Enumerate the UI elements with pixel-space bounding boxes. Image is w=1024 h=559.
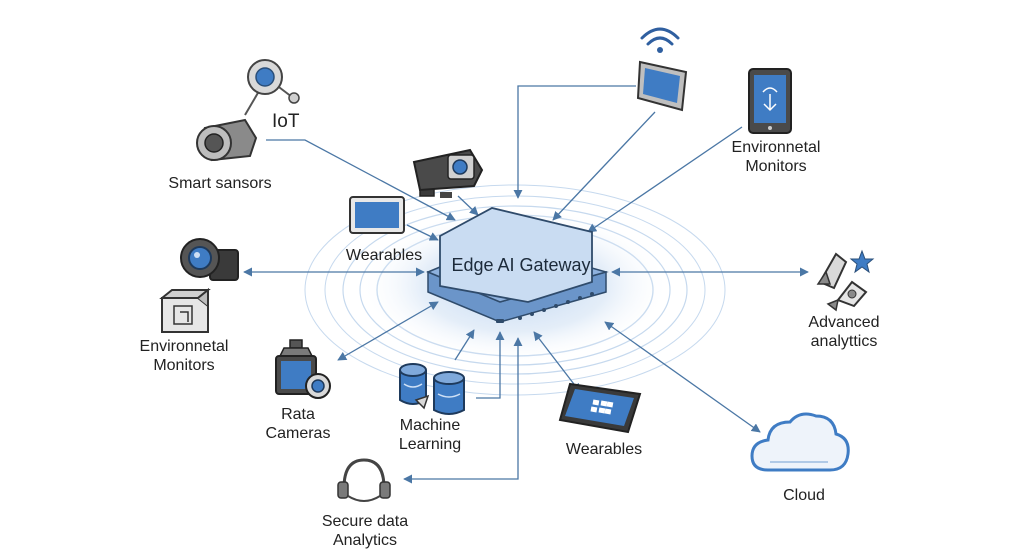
camera-box-icon: [159, 238, 239, 333]
env-monitors-right-line2: Monitors: [745, 158, 807, 175]
tablet-icon: [748, 68, 792, 134]
cloud-icon: [750, 412, 850, 472]
camera-sensor-icon: [196, 118, 258, 162]
gateway-title: Edge AI Gateway: [451, 255, 591, 275]
iot-sensor-icon: [244, 59, 300, 116]
line-smart-sensors: [266, 139, 456, 221]
rata-cameras-label: Rata Cameras: [250, 405, 346, 443]
machine-learning-label: Machine Learning: [382, 416, 478, 454]
smart-sensors-label: Smart sansors: [168, 175, 272, 192]
headset-icon: [337, 458, 391, 502]
line-wifi-display-2: [552, 111, 656, 221]
edge-ai-gateway[interactable]: [426, 207, 609, 323]
env-monitors-right-label: Environnetal Monitors: [714, 138, 838, 176]
line-wearables-bottom: [533, 331, 581, 393]
line-env-right: [587, 126, 743, 233]
hub-ports: [496, 292, 594, 323]
env-monitors-left-line2: Monitors: [153, 357, 215, 374]
wifi-display-icon: [636, 27, 688, 112]
env-monitors-right-line1: Environnetal: [731, 139, 821, 156]
secure-data-label: Secure data Analytics: [310, 512, 420, 550]
cloud-label: Cloud: [783, 487, 825, 504]
monitor-icon: [349, 196, 405, 234]
line-wifi-display: [513, 85, 636, 199]
machine-learning-line2: Learning: [398, 436, 462, 453]
rocket-star-icon: [816, 249, 875, 312]
line-wearables-top: [406, 224, 439, 241]
wearables-top-label: Wearables: [345, 247, 423, 264]
line-secure: [403, 337, 523, 484]
wearables-bottom-label: Wearables: [565, 441, 643, 458]
connections: [243, 85, 809, 484]
iot-label: IoT: [272, 111, 300, 132]
tablet-grid-icon: [558, 382, 642, 434]
database-icon: [399, 363, 465, 415]
line-cloud: [604, 321, 761, 433]
hub-top-face: [439, 207, 593, 303]
secure-data-line2: Analytics: [332, 532, 398, 549]
env-monitors-left-label: Environnetal Monitors: [122, 337, 246, 375]
rata-cameras-line2: Cameras: [265, 425, 331, 442]
security-camera-icon: [412, 148, 484, 198]
advanced-analytics-line1: Advanced: [808, 314, 880, 331]
secure-data-line1: Secure data: [321, 513, 409, 530]
rata-cameras-line1: Rata: [281, 406, 315, 423]
line-security-camera: [457, 195, 479, 216]
env-monitors-left-line1: Environnetal: [139, 338, 229, 355]
advanced-analytics-line2: analyttics: [810, 333, 878, 350]
advanced-analytics-label: Advanced analyttics: [784, 313, 904, 351]
drone-camera-icon: [275, 339, 331, 399]
machine-learning-line1: Machine: [399, 417, 461, 434]
line-rata: [337, 301, 439, 361]
